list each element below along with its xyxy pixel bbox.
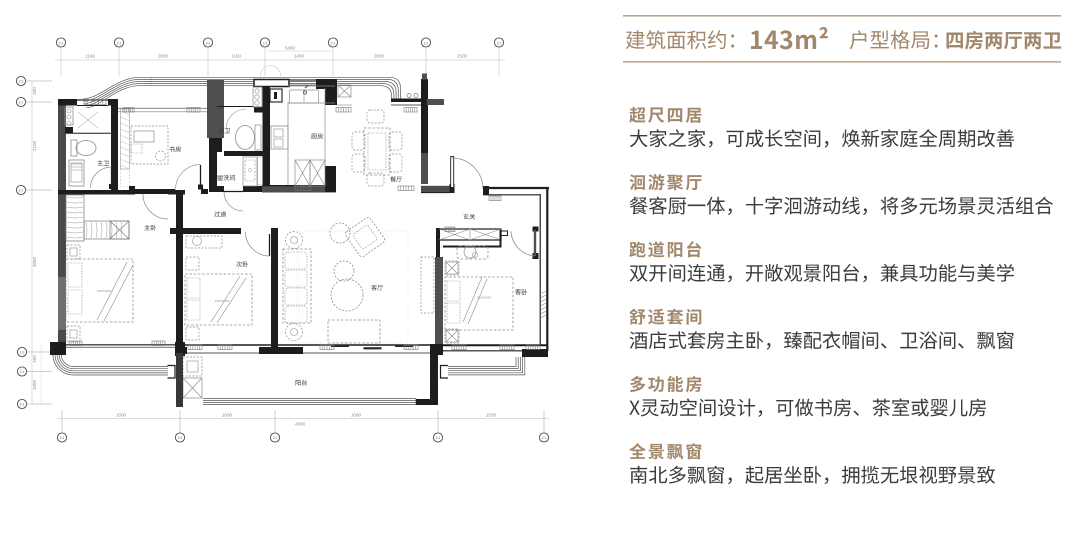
svg-text:2-1: 2-1 bbox=[263, 41, 268, 45]
svg-text:1190: 1190 bbox=[85, 54, 95, 59]
svg-text:400: 400 bbox=[32, 87, 37, 95]
svg-text:1500*2000: 1500*2000 bbox=[477, 296, 492, 300]
svg-text:2-1: 2-1 bbox=[273, 436, 278, 440]
svg-text:1800*2000: 1800*2000 bbox=[97, 289, 112, 293]
svg-text:2-1: 2-1 bbox=[20, 370, 25, 374]
svg-text:2-1: 2-1 bbox=[206, 41, 211, 45]
svg-text:2-1: 2-1 bbox=[19, 101, 24, 105]
svg-text:2-1: 2-1 bbox=[117, 41, 122, 45]
svg-text:2100: 2100 bbox=[32, 140, 37, 151]
svg-text:2-1: 2-1 bbox=[436, 436, 441, 440]
svg-text:4800: 4800 bbox=[295, 422, 306, 427]
svg-text:2-1: 2-1 bbox=[542, 436, 547, 440]
svg-text:2500: 2500 bbox=[457, 54, 468, 59]
svg-text:1100: 1100 bbox=[231, 54, 241, 59]
svg-text:5460: 5460 bbox=[285, 45, 296, 50]
svg-text:1000: 1000 bbox=[32, 379, 37, 390]
svg-text:1000: 1000 bbox=[351, 413, 362, 418]
svg-text:1500: 1500 bbox=[486, 413, 497, 418]
svg-text:2-1: 2-1 bbox=[424, 41, 429, 45]
svg-text:2-1: 2-1 bbox=[60, 436, 65, 440]
svg-text:2800: 2800 bbox=[158, 54, 169, 59]
svg-text:2-1: 2-1 bbox=[178, 436, 183, 440]
svg-text:2-1: 2-1 bbox=[20, 403, 25, 407]
svg-text:2-1: 2-1 bbox=[331, 41, 336, 45]
svg-text:1000: 1000 bbox=[222, 413, 233, 418]
svg-text:2-1: 2-1 bbox=[59, 41, 64, 45]
svg-text:4850: 4850 bbox=[32, 256, 37, 267]
svg-text:2-1: 2-1 bbox=[20, 351, 25, 355]
svg-text:2-1: 2-1 bbox=[19, 189, 24, 193]
svg-text:1500*2000: 1500*2000 bbox=[215, 299, 230, 303]
svg-text:2-1: 2-1 bbox=[19, 80, 24, 84]
svg-text:400: 400 bbox=[32, 355, 37, 363]
svg-text:1600: 1600 bbox=[116, 413, 127, 418]
svg-text:1400: 1400 bbox=[294, 54, 305, 59]
svg-text:2-1: 2-1 bbox=[497, 41, 502, 45]
svg-text:2800: 2800 bbox=[374, 54, 385, 59]
